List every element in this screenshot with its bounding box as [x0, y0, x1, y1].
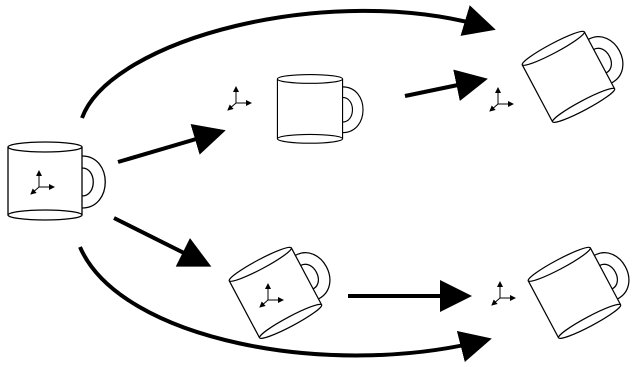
arrow-translated-to-translated-rotated — [404, 69, 488, 101]
arrow-original-to-translated-rotated — [80, 5, 496, 119]
arrow-original-to-rotated — [113, 216, 212, 267]
coordinate-axes-icon — [260, 284, 283, 307]
coordinate-axes-icon — [490, 88, 513, 111]
mug-rotated — [226, 232, 344, 343]
arrow-original-to-translated — [117, 123, 226, 164]
coordinate-axes-icon — [492, 282, 515, 305]
mug-rotated-then-translated — [525, 232, 639, 343]
coordinate-axes-icon — [228, 87, 251, 110]
mug-translated-then-rotated — [519, 16, 637, 127]
mug-translated — [276, 73, 364, 144]
arrow-original-to-rotated-translated — [78, 246, 492, 362]
mug-original — [7, 141, 106, 221]
coordinate-axes-icon — [31, 171, 54, 194]
